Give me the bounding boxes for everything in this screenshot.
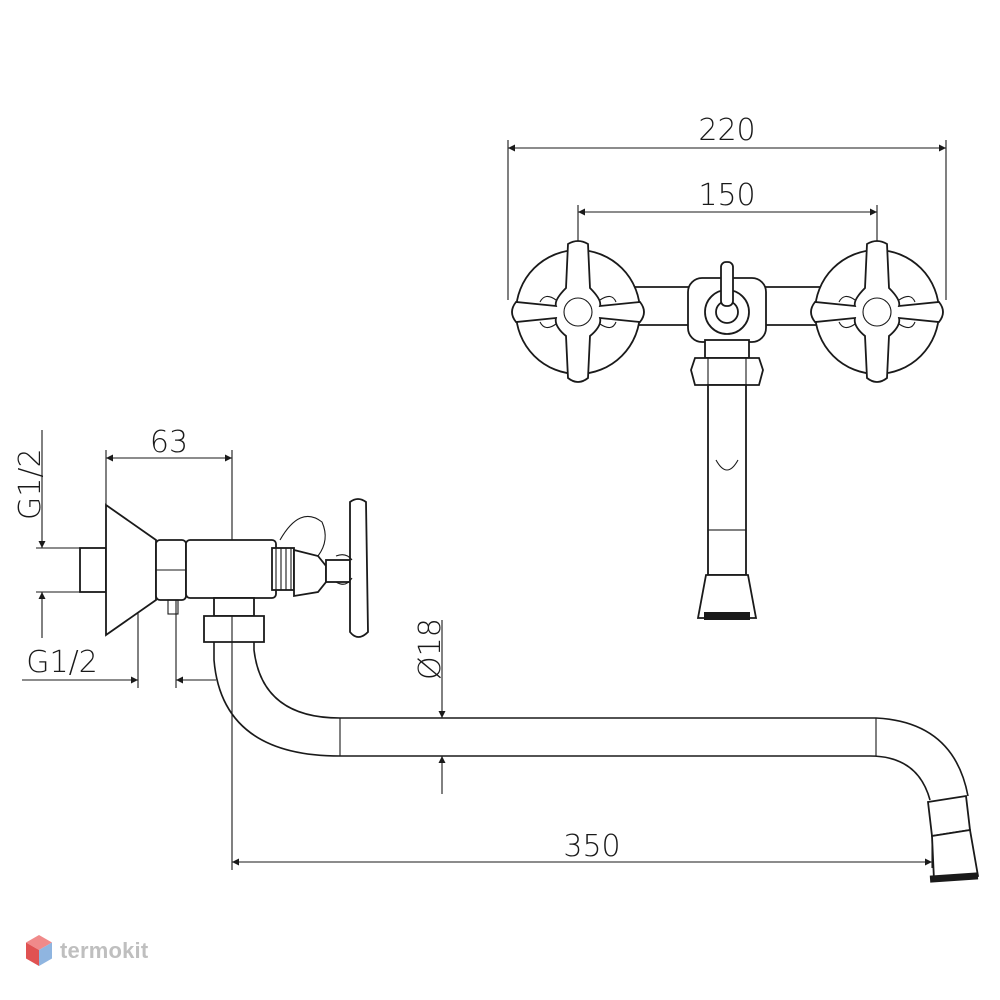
side-handle-detail	[335, 554, 353, 585]
spout-pipe-outer	[213, 642, 931, 801]
inlet-pipe	[79, 547, 107, 593]
spout-bend-line	[715, 459, 739, 471]
side-handle	[349, 498, 369, 638]
eccentric-stem	[167, 599, 179, 615]
left-handle	[511, 240, 645, 383]
right-handle	[810, 240, 944, 383]
aerator-collar-side	[927, 794, 971, 838]
dim-g12-bottom-label: G1/2	[26, 645, 98, 680]
left-handle-details	[539, 295, 617, 329]
watermark: termokit	[24, 934, 148, 968]
dim-d18-label: Ø18	[413, 618, 448, 680]
side-body	[185, 539, 277, 599]
aerator-front	[696, 574, 758, 619]
valve-cap	[293, 548, 327, 598]
aerator-tip	[704, 612, 750, 620]
watermark-brand: termokit	[60, 938, 149, 963]
spout-nut	[690, 357, 764, 386]
left-handle-hub	[563, 297, 593, 327]
left-cross-handle	[511, 240, 645, 383]
dim-350-label: 350	[563, 829, 620, 864]
diverter-lever	[720, 261, 734, 307]
front-view: 220 150	[507, 113, 947, 620]
termokit-logo-icon	[26, 935, 52, 966]
spout-joint-nut	[203, 615, 265, 643]
side-stem	[325, 559, 351, 583]
aerator-side-tip	[929, 872, 979, 883]
dim-220-label: 220	[698, 113, 755, 148]
dim-63-label: 63	[150, 425, 188, 460]
thread-lines	[275, 548, 292, 590]
aerator-side	[931, 828, 980, 881]
spout-pipe-front	[707, 384, 747, 576]
spout-joint-top	[213, 597, 255, 617]
spout-pipe-inner	[253, 642, 969, 797]
side-view: 63 G1/2 G1/2	[13, 425, 980, 883]
spout-nut-top	[704, 339, 750, 359]
right-cross-handle	[810, 240, 944, 383]
right-handle-hub	[862, 297, 892, 327]
right-handle-details	[838, 295, 916, 329]
dim-150-label: 150	[698, 178, 755, 213]
side-lever	[279, 516, 326, 557]
dim-g12-top-label: G1/2	[13, 448, 48, 520]
wall-flange	[105, 503, 157, 637]
